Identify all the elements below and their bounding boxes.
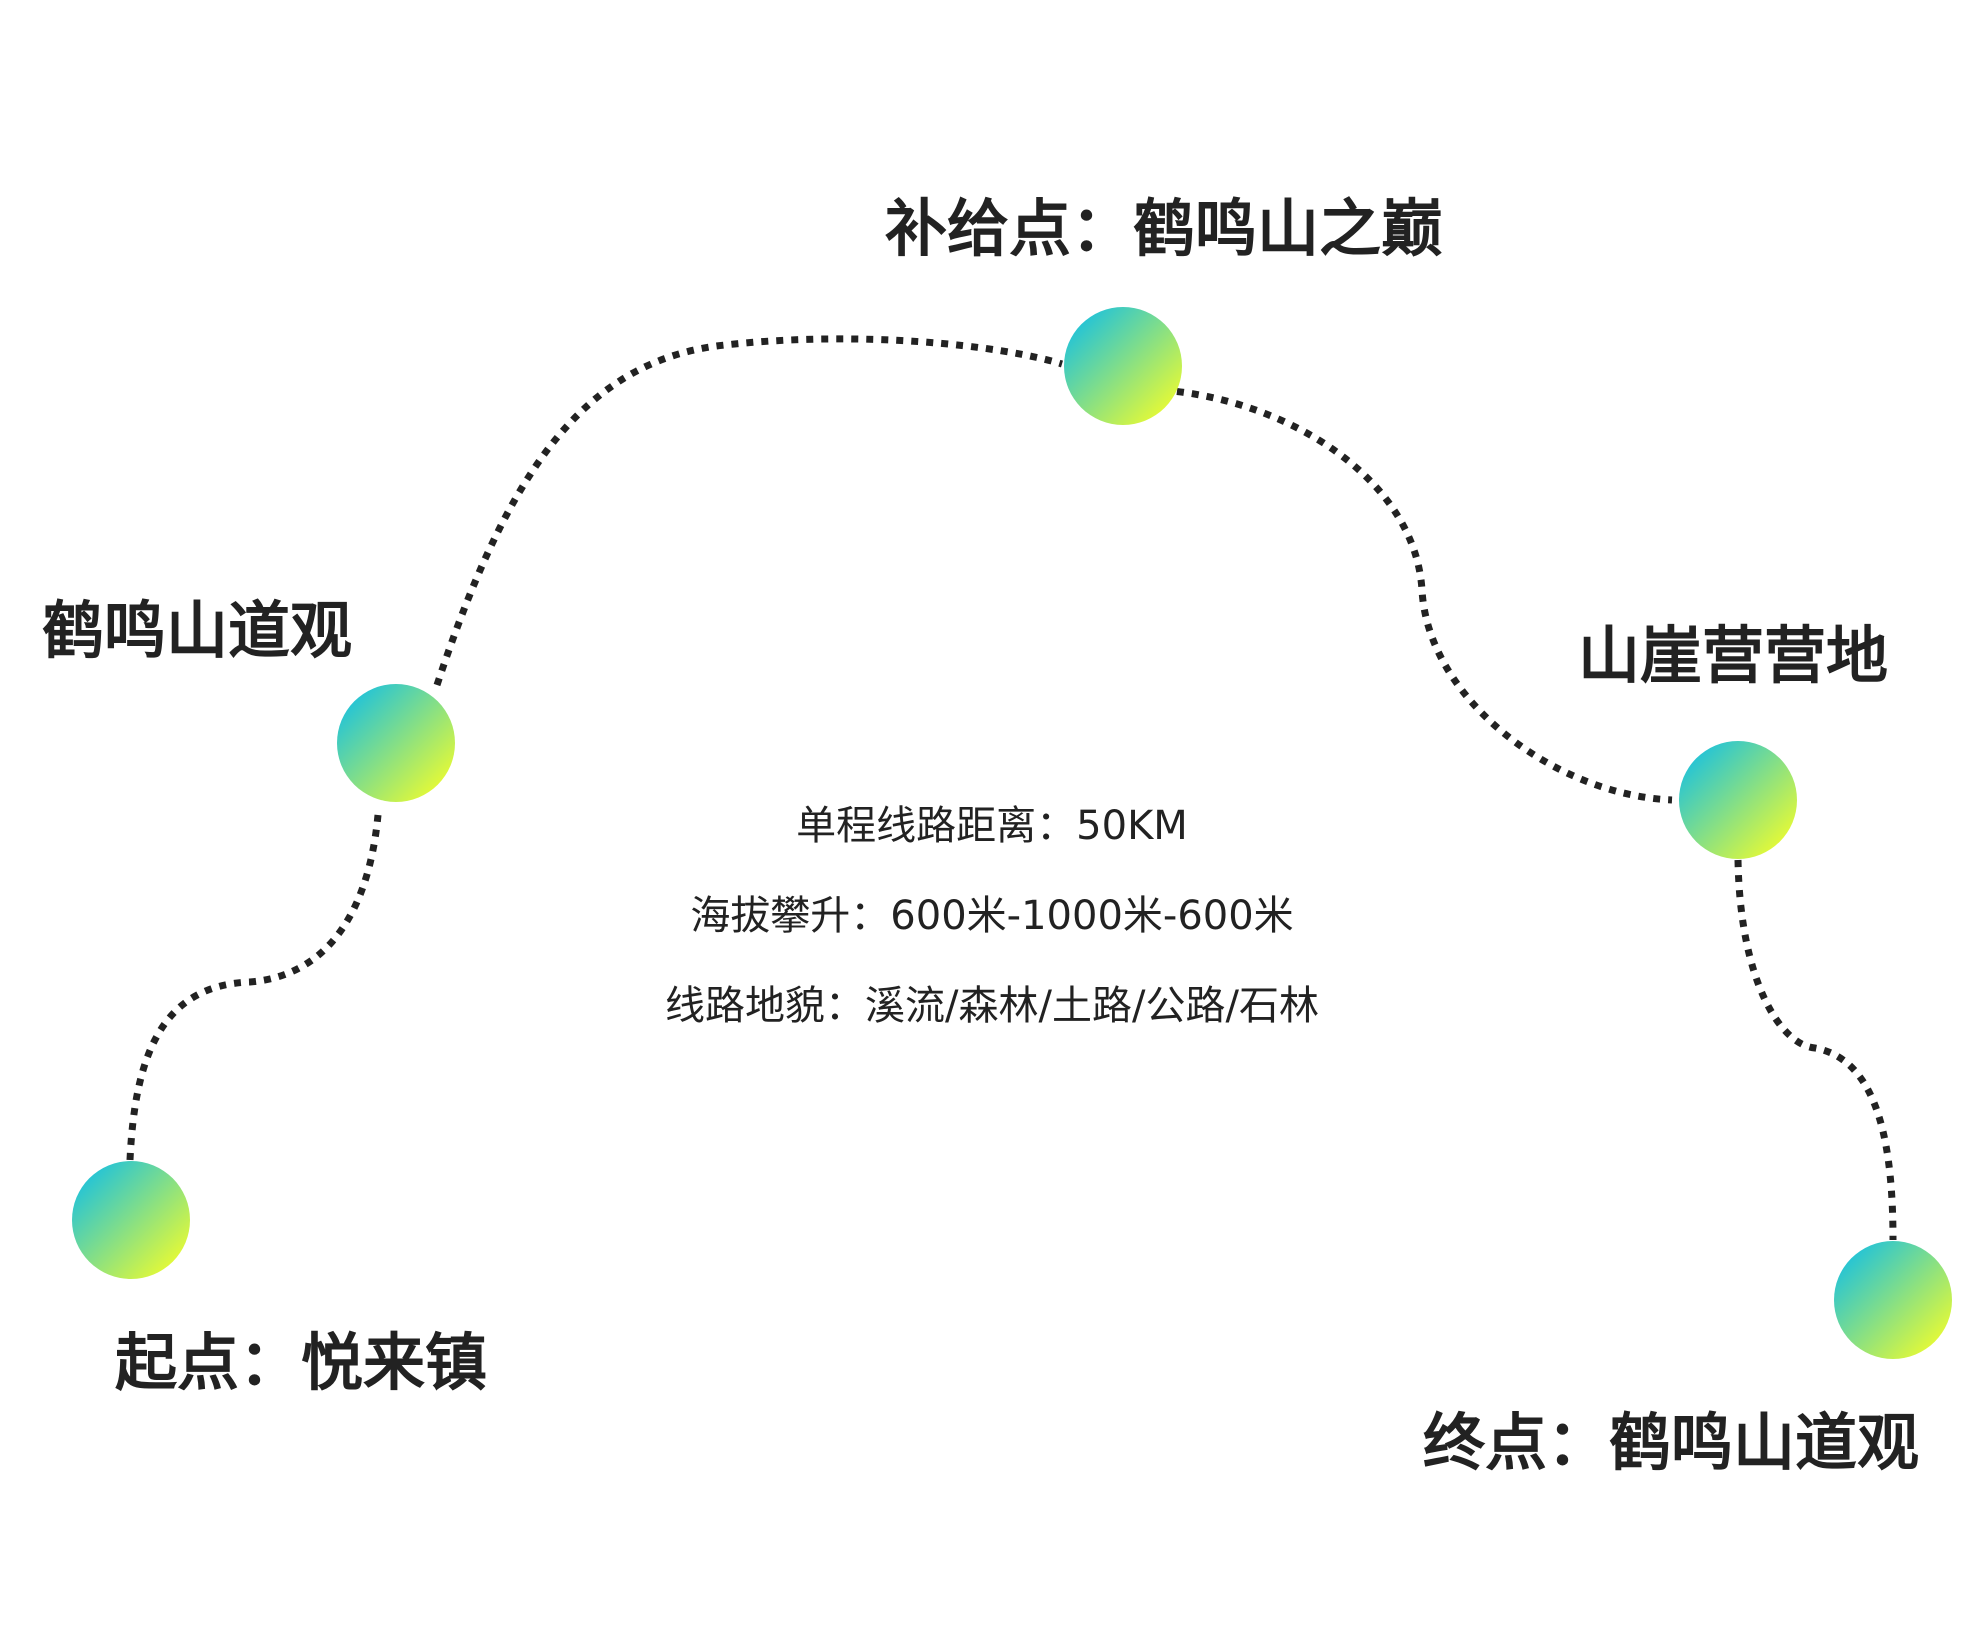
info-distance: 单程线路距离：50KM (796, 803, 1188, 849)
info-terrain: 线路地貌：溪流/森林/土路/公路/石林 (665, 983, 1319, 1029)
route-segment-summit-camp (1161, 386, 1673, 804)
node-end (1834, 1241, 1952, 1359)
node-camp (1679, 741, 1797, 859)
label-summit: 补给点：鹤鸣山之巅 (885, 192, 1444, 265)
label-temple: 鹤鸣山道观 (42, 594, 353, 667)
route-segment-start-temple (126, 814, 382, 1161)
label-start: 起点：悦来镇 (115, 1326, 488, 1399)
route-nodes (72, 307, 1952, 1359)
info-elevation: 海拔攀升：600米-1000米-600米 (690, 893, 1294, 939)
node-summit (1064, 307, 1182, 425)
label-end: 终点：鹤鸣山道观 (1423, 1406, 1920, 1479)
node-start (72, 1161, 190, 1279)
node-temple (337, 684, 455, 802)
route-segment-temple-summit (433, 335, 1064, 687)
route-path (126, 335, 1897, 1241)
label-camp: 山崖营营地 (1578, 619, 1889, 692)
route-segment-camp-end (1734, 859, 1897, 1241)
